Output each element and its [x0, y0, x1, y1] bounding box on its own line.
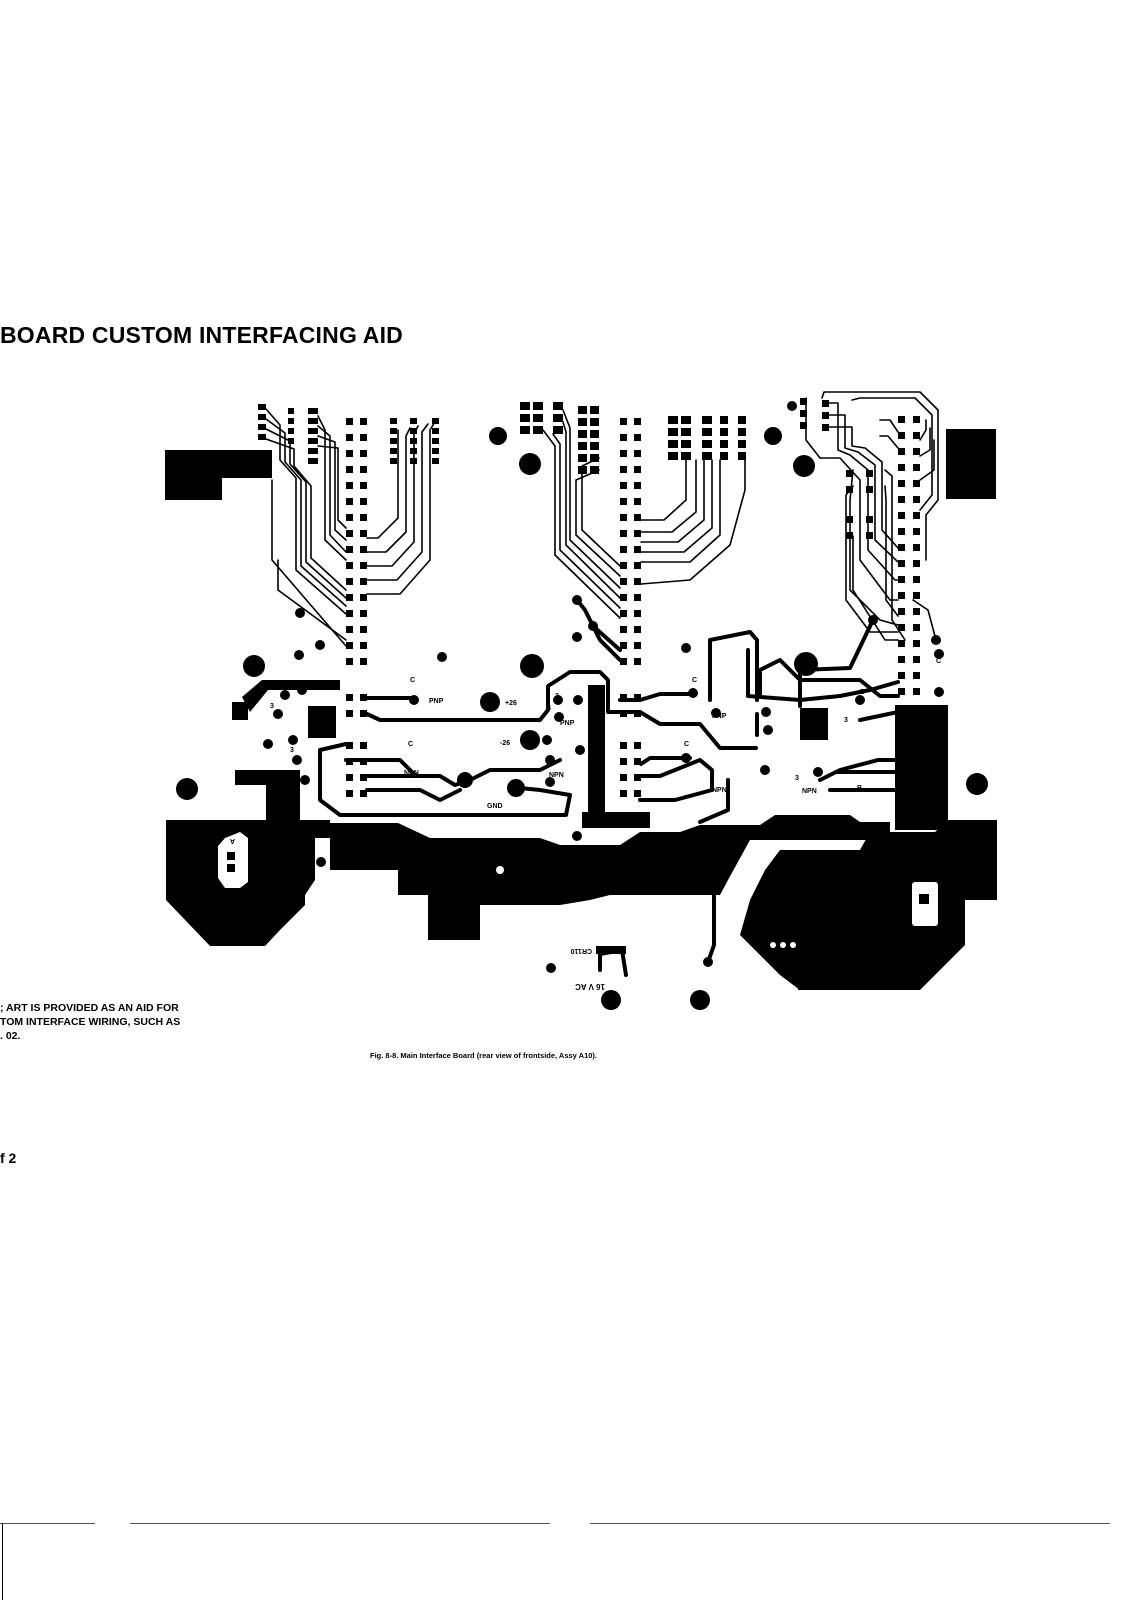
- board-label-b: B: [860, 689, 865, 696]
- board-label-fuse: F1: [447, 913, 455, 920]
- connector-label-id: W1S1: [236, 844, 243, 863]
- board-label-plus26: +26: [505, 700, 517, 707]
- board-label-pnp: PNP: [712, 713, 727, 720]
- page-title: BOARD CUSTOM INTERFACING AID: [0, 322, 403, 348]
- connector-label-a: A: [230, 837, 235, 844]
- board-label-npn: NPN: [404, 770, 419, 777]
- board-label-cr: CR110: [570, 947, 592, 954]
- board-label-b: B: [857, 785, 862, 792]
- bottom-rule: [0, 1523, 95, 1524]
- board-label-c: C: [692, 677, 697, 684]
- note-line: ; ART IS PROVIDED AS AN AID FOR: [0, 1002, 179, 1014]
- bottom-rule: [590, 1523, 1110, 1524]
- board-label-pnp: PNP: [429, 698, 444, 705]
- board-label-e: 3: [270, 703, 274, 710]
- board-label-e: 3: [795, 775, 799, 782]
- page-number: f 2: [0, 1150, 17, 1166]
- board-label-minus26: -26: [500, 740, 510, 747]
- board-label-c: C: [408, 741, 413, 748]
- note-text: ; ART IS PROVIDED AS AN AID FOR TOM INTE…: [0, 1001, 180, 1043]
- board-label-e: 3: [290, 747, 294, 754]
- board-label-b: B: [546, 705, 551, 712]
- edge-line: [2, 1523, 3, 1600]
- figure-caption: Fig. 8-8. Main Interface Board (rear vie…: [370, 1051, 598, 1060]
- board-label-e: 3: [844, 717, 848, 724]
- note-line: TOM INTERFACE WIRING, SUCH AS: [0, 1016, 181, 1028]
- board-label-pnp: PNP: [560, 720, 575, 727]
- board-label-npn: NPN: [712, 787, 727, 794]
- board-label-c: C: [936, 658, 941, 665]
- board-label-c: C: [938, 690, 943, 697]
- board-label-gnd: GND: [487, 803, 503, 810]
- bottom-rule: [130, 1523, 550, 1524]
- board-label-ac: 16 V AC: [575, 982, 605, 991]
- board-label-c: C: [684, 741, 689, 748]
- note-line: . 02.: [0, 1030, 21, 1042]
- board-label-c: C: [410, 677, 415, 684]
- board-label-npn: NPN: [802, 788, 817, 795]
- board-label-e: 3: [555, 693, 559, 700]
- board-label-npn: NPN: [549, 772, 564, 779]
